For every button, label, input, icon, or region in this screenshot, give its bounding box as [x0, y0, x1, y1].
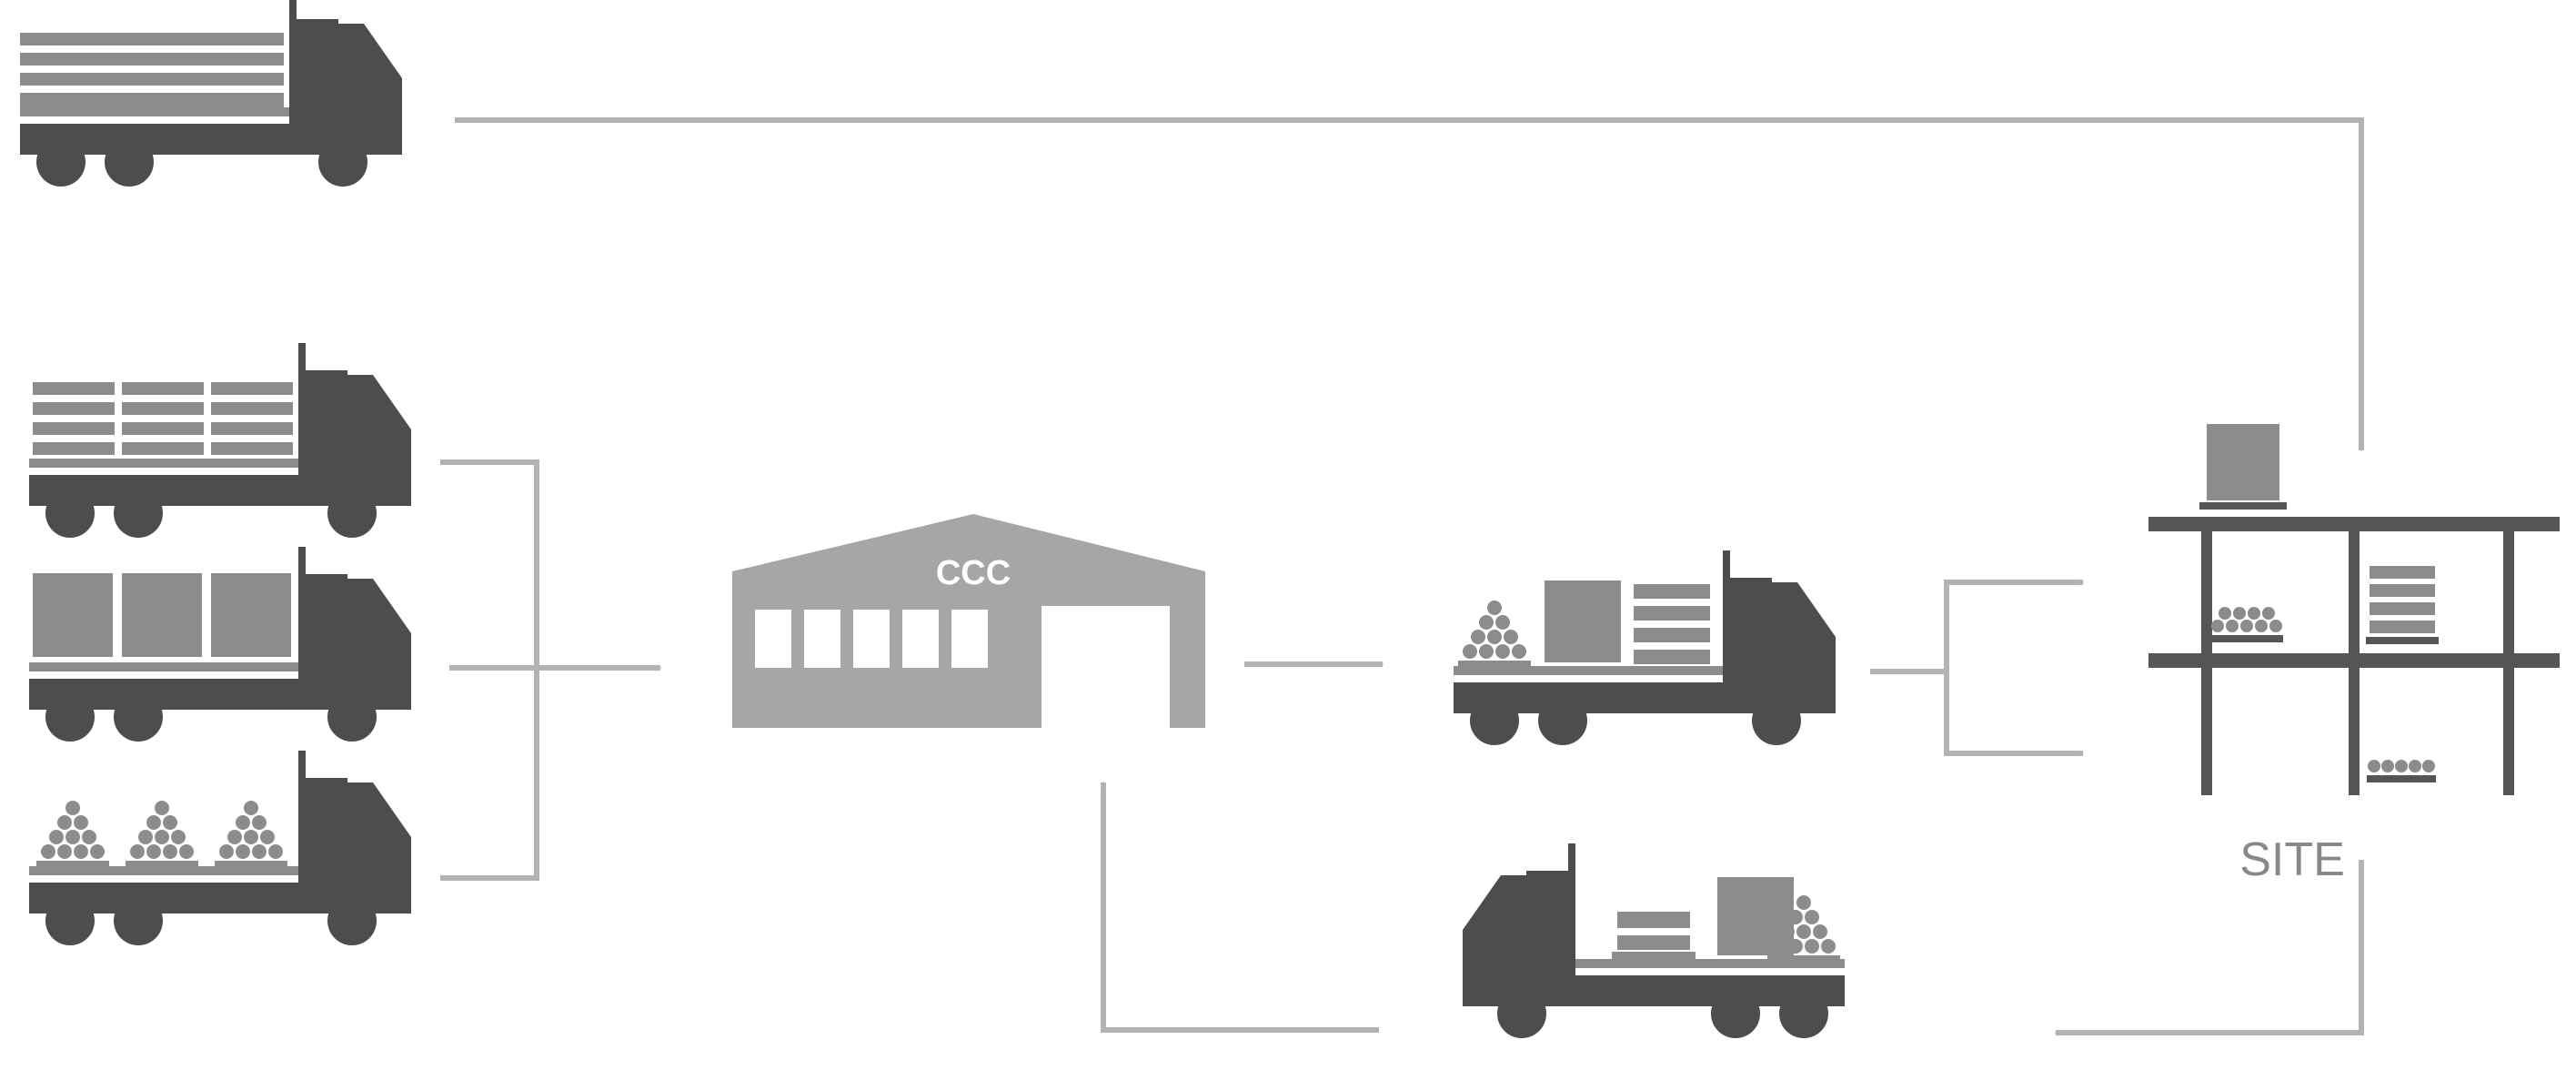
- site-structure-icon: [2148, 424, 2560, 795]
- supplier-to-ccc-arrow: [440, 459, 662, 881]
- site-label: SITE: [2239, 833, 2345, 886]
- truck-icon: [29, 343, 411, 538]
- direct-delivery-arrow: [455, 117, 2365, 452]
- ccc-label: CCC: [936, 554, 1011, 592]
- supplier-truck-crates: [29, 547, 411, 742]
- supplier-truck-pipes: [29, 751, 411, 945]
- supplier-truck-timber: [20, 0, 402, 187]
- supplier-truck-boards: [29, 343, 411, 538]
- truck-icon: [1454, 550, 1836, 745]
- consolidated-truck: [1454, 550, 1836, 745]
- consolidation-centre: CCC: [732, 514, 1205, 728]
- return-to-ccc-arrow: [1100, 781, 1379, 1033]
- truck-to-site-arrow: [1870, 579, 2085, 757]
- site-return-arrow: [2054, 860, 2364, 1036]
- return-truck: [1463, 843, 1845, 1038]
- site: SITE: [2148, 424, 2560, 886]
- warehouse-icon: [732, 514, 1205, 728]
